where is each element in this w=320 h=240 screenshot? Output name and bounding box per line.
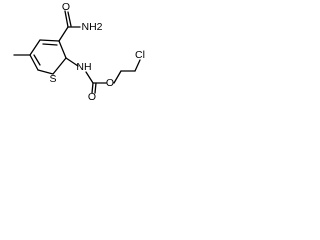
bond-s-c5 (37, 69, 54, 75)
bond-c2-c1 (58, 40, 67, 59)
amide-oxygen-label: O (62, 1, 70, 13)
bond-ch2-cl (134, 59, 141, 72)
bond-c1-s (52, 57, 67, 75)
bond-carbamate-co (91, 82, 94, 94)
bond-ring-nh (65, 57, 79, 67)
chlorine-label: Cl (135, 49, 145, 61)
carboxamide-group (58, 10, 81, 42)
sulfur-label: S (49, 73, 56, 85)
bond-c3-c2 (39, 39, 60, 42)
ester-oxygen-label: O (106, 77, 114, 89)
carbonyl-oxygen-label: O (88, 91, 96, 102)
bond-carbamate-co-double (94, 82, 97, 94)
bond-c5-c4 (29, 54, 39, 71)
structure-diagram: O NH2 S NH O O Cl (13, 1, 145, 102)
thiophene-ring (29, 39, 67, 75)
bond-carbonyl-oxygen-double (67, 11, 72, 27)
carbamate-chain (65, 57, 141, 94)
amide-nitrogen-label: NH2 (81, 21, 102, 33)
bond-c4-c3 (29, 39, 41, 56)
bond-ester-o-ch2 (113, 70, 122, 84)
bond-c3-c2-double (42, 43, 58, 46)
bond-ring-carbonyl (58, 26, 69, 42)
bond-nh-carbonyl (85, 71, 94, 84)
carbamate-nitrogen-label: NH (76, 61, 91, 73)
bond-c5-c4-double (33, 54, 41, 66)
bond-carbonyl-oxygen (64, 10, 69, 28)
